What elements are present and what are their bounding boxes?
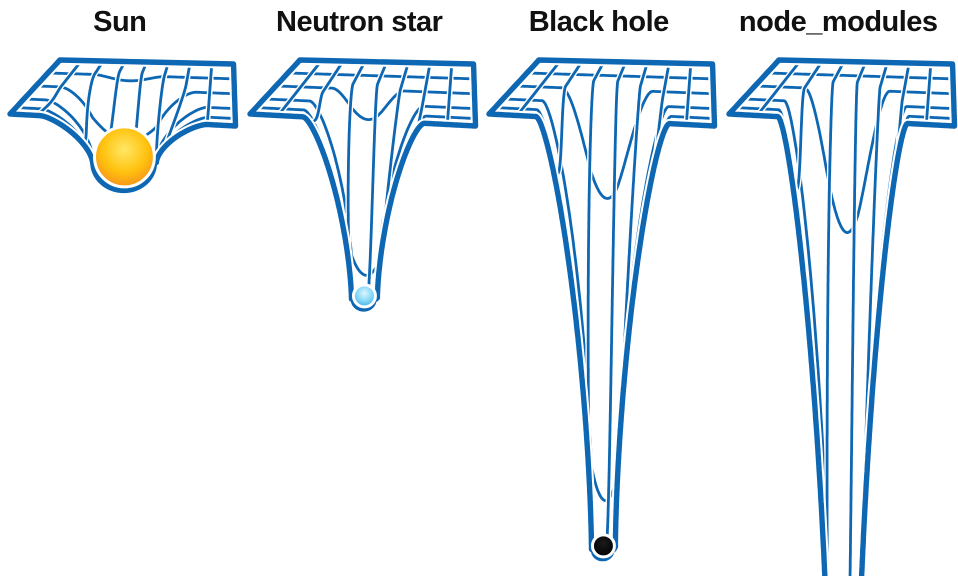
panel-title-sun: Sun xyxy=(93,6,147,38)
grid-line xyxy=(276,59,323,117)
grid-line xyxy=(415,61,432,131)
grid-line xyxy=(445,62,453,126)
grid-line xyxy=(733,106,956,576)
grid-line xyxy=(924,62,932,126)
mesh-border-casing xyxy=(723,55,958,576)
panel-title-neutron-star: Neutron star xyxy=(276,6,443,38)
spacetime-grid-node-modules xyxy=(723,55,958,576)
grid-line xyxy=(848,60,867,576)
grid-line xyxy=(859,61,889,576)
grid-line-casing xyxy=(252,104,478,313)
grid-line xyxy=(755,59,802,117)
grid-line xyxy=(515,59,563,117)
sun-sphere xyxy=(93,125,156,189)
black-hole-sphere xyxy=(590,533,616,559)
grid-line xyxy=(493,106,716,561)
spacetime-mesh xyxy=(244,55,479,314)
mesh-border xyxy=(246,57,478,312)
grid-line xyxy=(305,59,345,123)
neutron-star-sphere xyxy=(351,283,377,309)
panel-title-node-modules: node_modules xyxy=(738,6,938,38)
panel-black-hole: Black hole xyxy=(479,0,719,576)
panel-title-black-hole: Black hole xyxy=(528,6,670,38)
spacetime-grid-black-hole xyxy=(484,55,719,564)
grid-line xyxy=(684,62,693,126)
mesh-border-casing xyxy=(484,55,719,564)
mesh-border xyxy=(725,57,957,576)
spacetime-mesh xyxy=(484,55,719,564)
grid-line xyxy=(741,97,955,576)
grid-line xyxy=(205,62,214,126)
spacetime-grid-neutron-star xyxy=(244,55,479,314)
grid-line-casing xyxy=(492,104,718,563)
grid-line xyxy=(825,60,845,576)
mesh-border xyxy=(7,57,239,194)
grid-line xyxy=(254,106,477,311)
spacetime-mesh xyxy=(723,55,958,576)
grid-line-casing xyxy=(731,104,957,576)
mesh-border xyxy=(486,57,718,562)
panel-neutron-star: Neutron star xyxy=(240,0,479,576)
panel-node-modules: node_modules xyxy=(719,0,958,576)
panel-sun: Sun xyxy=(0,0,240,576)
spacetime-grid-sun xyxy=(5,55,240,196)
grid-line xyxy=(36,59,84,117)
